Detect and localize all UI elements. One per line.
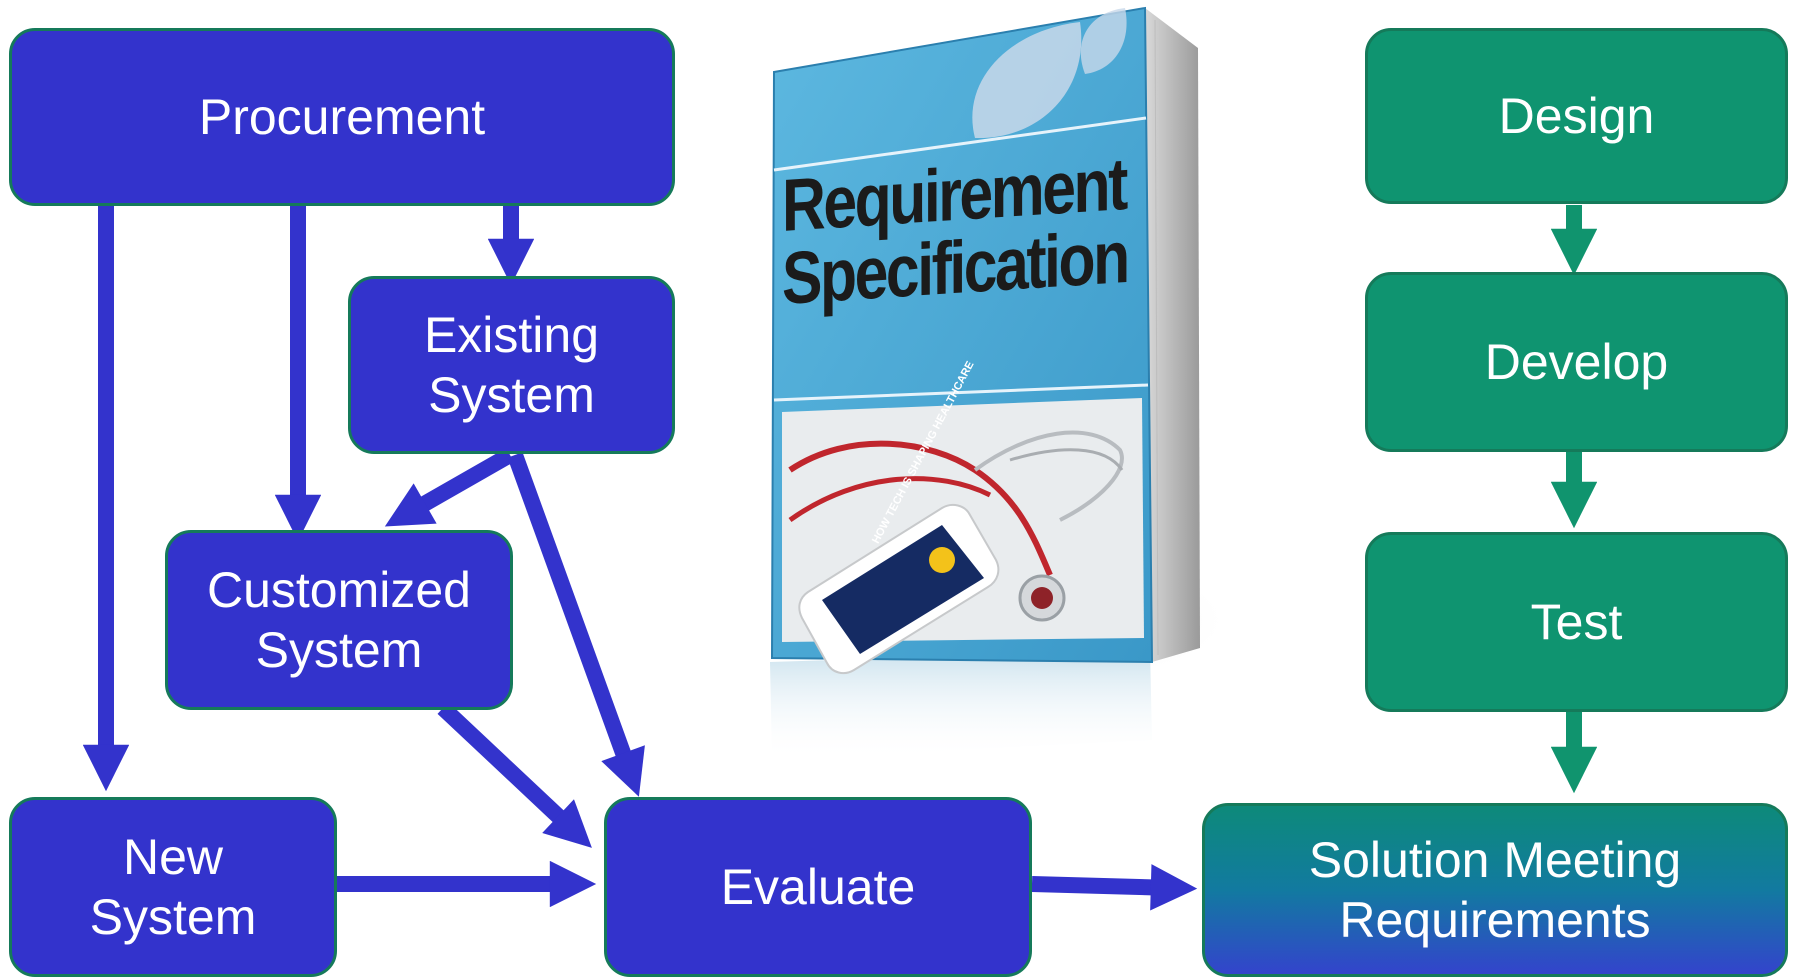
node-design-label: Design — [1498, 88, 1655, 144]
node-customized-system-line2: System — [255, 622, 423, 678]
node-solution-line1: Solution Meeting — [1308, 832, 1682, 888]
stethoscope-tube — [788, 476, 992, 523]
node-new-system: New System — [9, 797, 337, 977]
node-existing-system-line2: System — [428, 367, 595, 423]
book-reflection — [770, 650, 1152, 760]
node-solution-meeting-requirements: Solution Meeting Requirements — [1202, 803, 1788, 977]
book-title: Requirement Specification — [782, 142, 1128, 320]
node-procurement: Procurement — [9, 28, 675, 206]
book-title-line2: Specification — [782, 214, 1128, 320]
stethoscope-metal — [1009, 448, 1124, 471]
node-customized-system: Customized System — [165, 530, 513, 710]
node-develop: Develop — [1365, 272, 1788, 452]
node-existing-system: Existing System — [348, 276, 675, 454]
lightbulb-icon — [929, 547, 955, 573]
arrow-existing-to-customized — [384, 448, 514, 527]
node-customized-system-line1: Customized — [207, 562, 471, 618]
node-evaluate: Evaluate — [604, 797, 1032, 977]
node-test-label: Test — [1530, 594, 1623, 650]
node-new-system-line1: New — [122, 829, 223, 885]
arrow-evaluate-to-solution — [1031, 864, 1198, 911]
node-evaluate-label: Evaluate — [720, 859, 916, 915]
cover-divider-top — [773, 116, 1147, 172]
stethoscope-icon — [788, 440, 1053, 577]
book-page-line — [1154, 19, 1159, 656]
arrow-customized-to-evaluate — [437, 702, 592, 848]
node-test: Test — [1365, 532, 1788, 712]
book-pages — [1145, 8, 1200, 662]
node-solution-line2: Requirements — [1339, 892, 1651, 948]
stethoscope-diaphragm — [1031, 587, 1053, 609]
node-procurement-label: Procurement — [198, 89, 486, 145]
leaf-icon-small — [1080, 8, 1127, 74]
node-design: Design — [1365, 28, 1788, 204]
node-existing-system-line1: Existing — [423, 307, 600, 363]
requirement-specification-book: Requirement Specification HOW TECH IS SH… — [760, 0, 1230, 760]
arrow-existing-to-evaluate — [507, 452, 645, 797]
book-illustration — [770, 6, 1230, 760]
node-new-system-line2: System — [89, 889, 257, 945]
stethoscope-binaural — [973, 430, 1124, 522]
node-develop-label: Develop — [1484, 334, 1669, 390]
cover-divider-bottom — [773, 383, 1149, 402]
leaf-icon — [972, 22, 1082, 139]
